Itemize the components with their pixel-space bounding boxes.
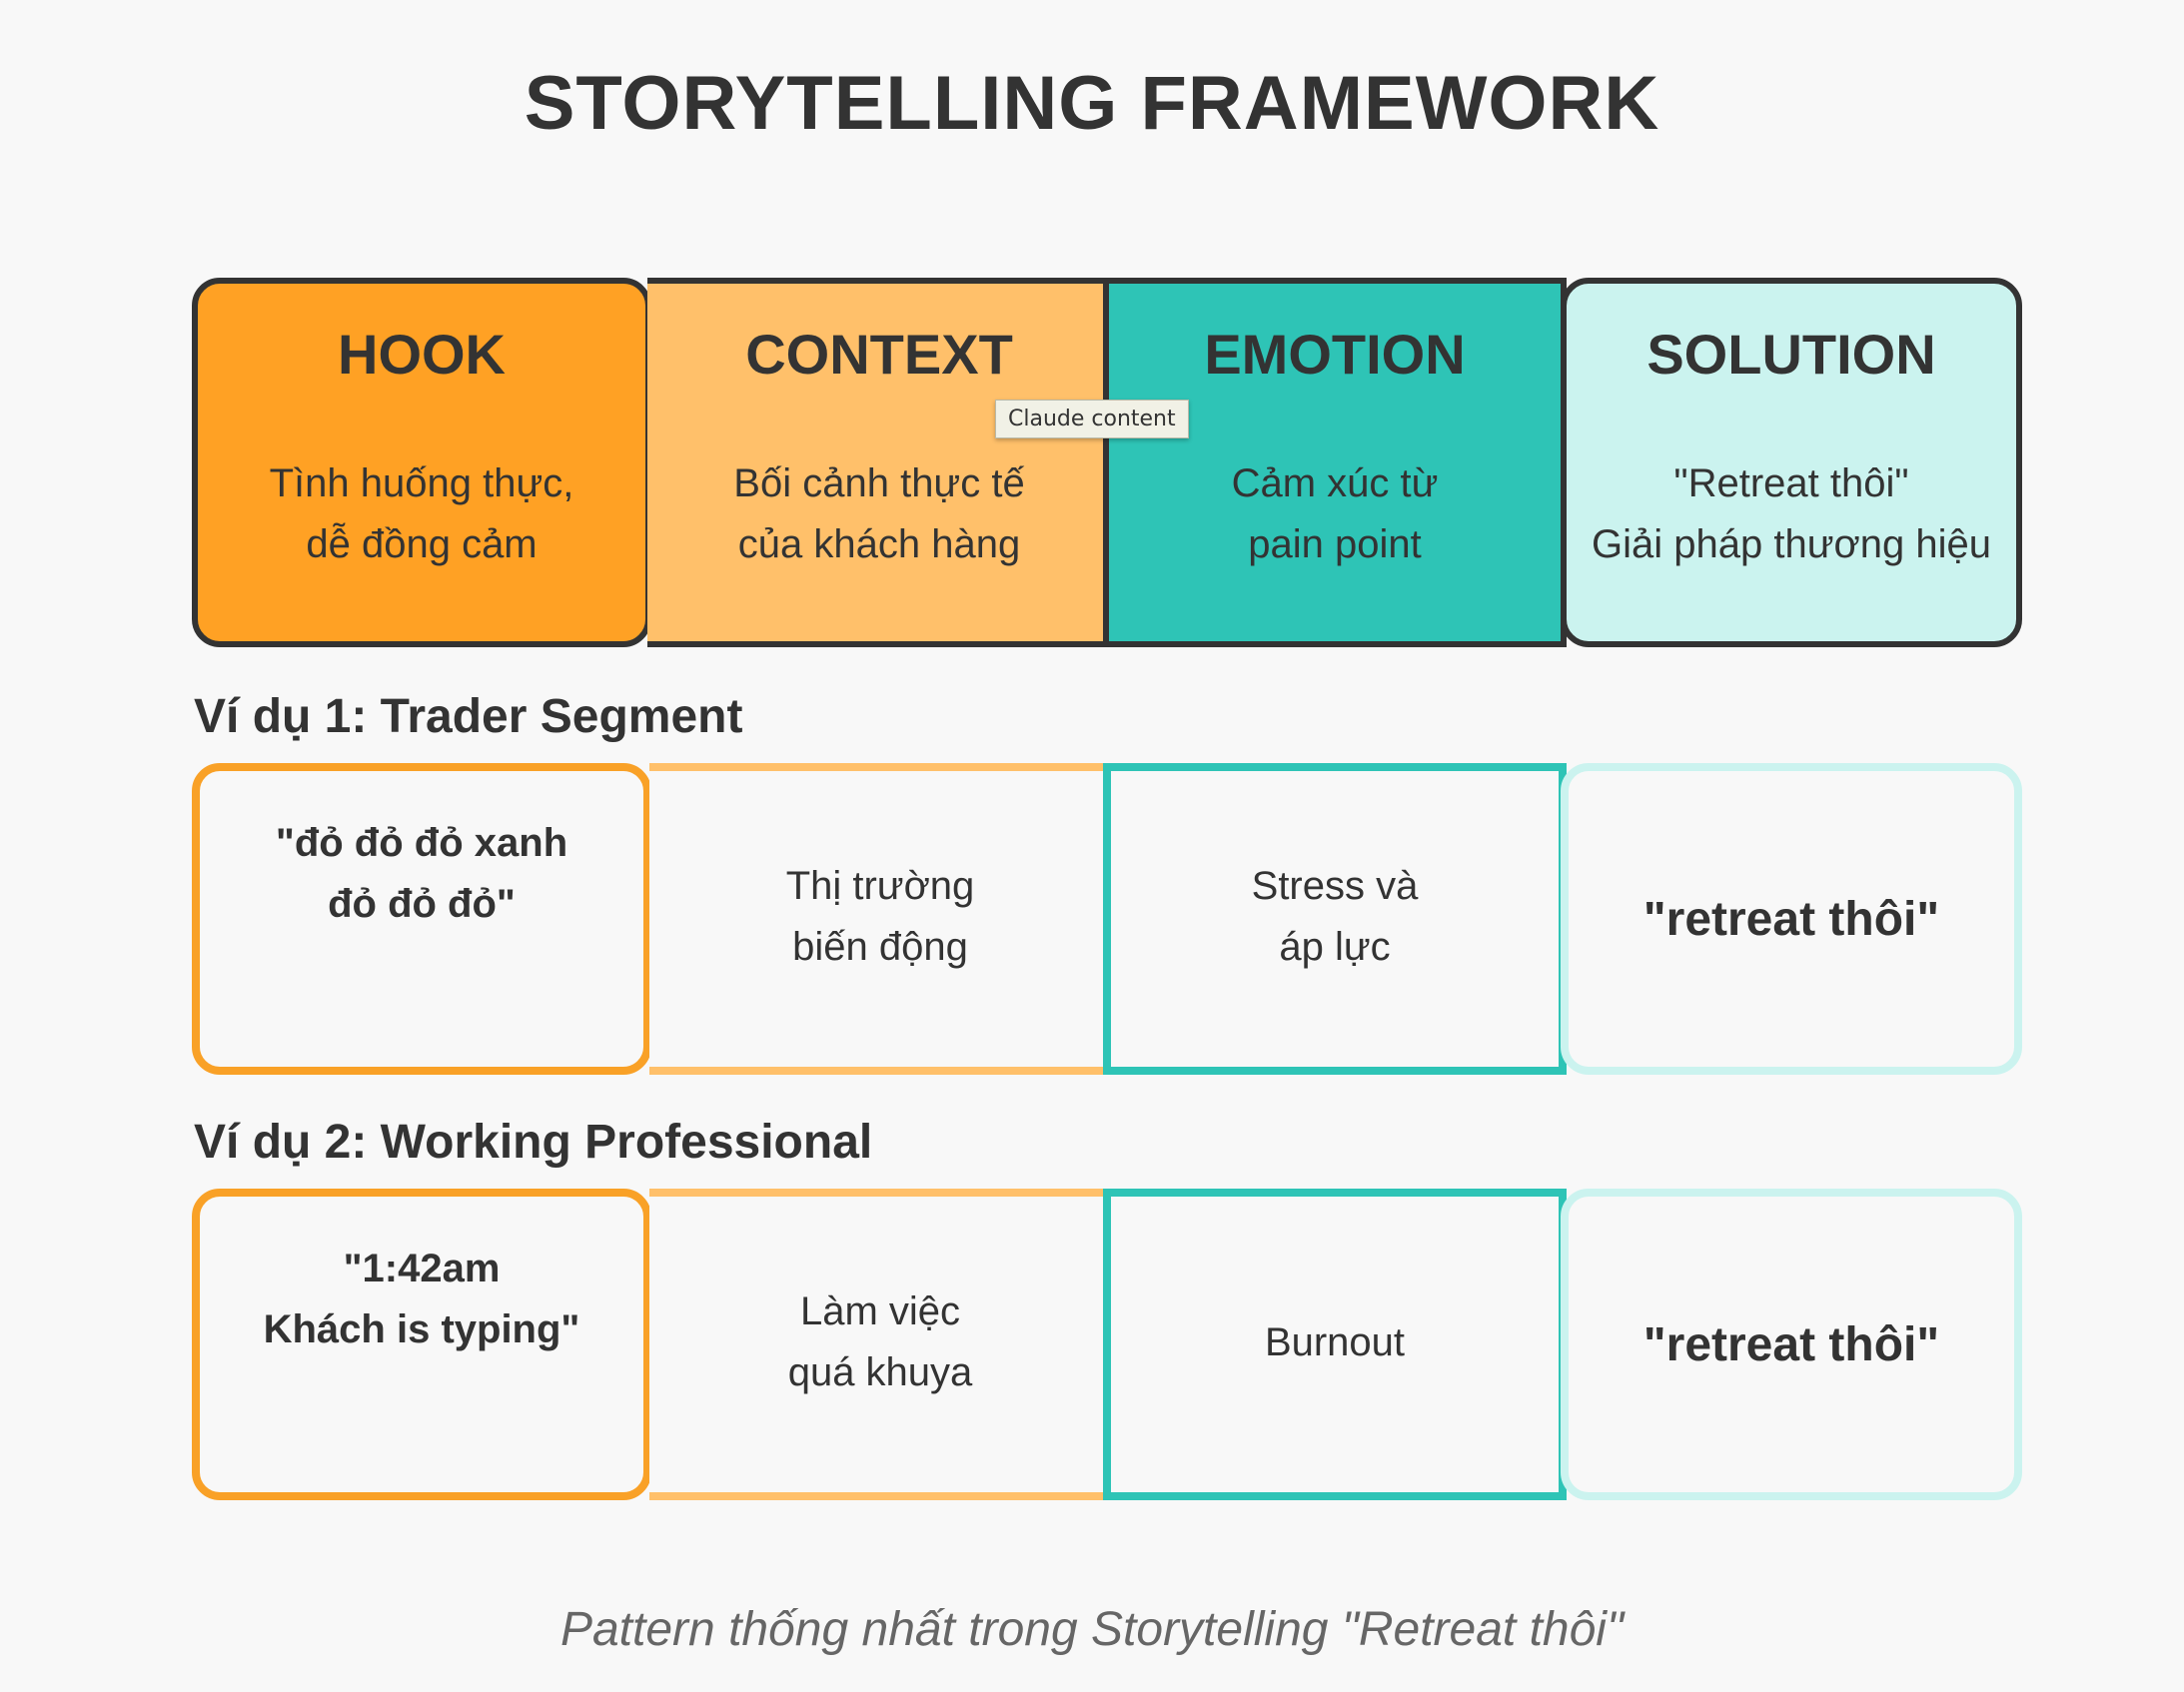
example2-title: Ví dụ 2: Working Professional [194,1116,873,1169]
example1-solution-text: "retreat thôi" [1642,892,1940,946]
hook-desc-line: dễ đồng cảm [306,521,538,566]
context-heading: CONTEXT [745,323,1013,386]
context-desc-line: của khách hàng [737,521,1021,566]
example1-solution-box: "retreat thôi" [1561,763,2022,1075]
example1-context-box: Thị trường biến động [649,763,1111,1075]
example1-hook-text: "đỏ đỏ đỏ xanh đỏ đỏ đỏ" [276,813,567,935]
example1-emotion-line: áp lực [1279,925,1391,969]
page-title: STORYTELLING FRAMEWORK [524,61,1660,146]
example1-hook-box: "đỏ đỏ đỏ xanh đỏ đỏ đỏ" [192,763,651,1075]
emotion-box: EMOTION Cảm xúc từ pain point [1103,278,1567,647]
emotion-desc-line: Cảm xúc từ [1231,460,1439,505]
solution-description: "Retreat thôi" Giải pháp thương hiệu [1592,453,1991,575]
example2-context-box: Làm việc quá khuya [649,1189,1111,1500]
emotion-description: Cảm xúc từ pain point [1232,453,1439,575]
example1-context-text: Thị trường biến động [786,856,975,978]
context-box: CONTEXT Bối cảnh thực tế của khách hàng [647,278,1111,647]
context-desc-line: Bối cảnh thực tế [733,460,1025,505]
footer-caption: Pattern thống nhất trong Storytelling "R… [559,1603,1625,1656]
tooltip: Claude content [995,400,1189,438]
example1-emotion-text: Stress và áp lực [1252,856,1419,978]
example2-solution-text: "retreat thôi" [1642,1317,1940,1371]
example2-emotion-box: Burnout [1103,1189,1567,1500]
solution-desc-line: "Retreat thôi" [1673,460,1909,505]
example1-emotion-box: Stress và áp lực [1103,763,1567,1075]
hook-description: Tình huống thực, dễ đồng cảm [270,453,574,575]
context-description: Bối cảnh thực tế của khách hàng [733,453,1024,575]
example2-row: "1:42am Khách is typing" Làm việc quá kh… [192,1189,2022,1500]
example2-hook-line: Khách is typing" [263,1307,580,1351]
hook-box: HOOK Tình huống thực, dễ đồng cảm [192,278,651,647]
framework-row: HOOK Tình huống thực, dễ đồng cảm CONTEX… [192,278,2022,647]
example2-hook-box: "1:42am Khách is typing" [192,1189,651,1500]
hook-heading: HOOK [338,323,506,386]
example2-context-text: Làm việc quá khuya [788,1281,973,1403]
example1-hook-line: "đỏ đỏ đỏ xanh [275,821,568,865]
solution-heading: SOLUTION [1646,323,1936,386]
example2-solution-box: "retreat thôi" [1561,1189,2022,1500]
example1-context-line: biến động [792,925,968,969]
example1-title: Ví dụ 1: Trader Segment [194,690,743,743]
solution-desc-line: Giải pháp thương hiệu [1592,521,1991,566]
example2-hook-line: "1:42am [343,1247,501,1290]
example2-context-line: Làm việc [799,1289,961,1333]
example1-context-line: Thị trường [785,864,975,908]
emotion-heading: EMOTION [1204,323,1466,386]
example2-context-line: quá khuya [787,1350,973,1394]
example1-emotion-line: Stress và [1251,864,1419,908]
example1-hook-line: đỏ đỏ đỏ" [328,882,516,926]
example1-row: "đỏ đỏ đỏ xanh đỏ đỏ đỏ" Thị trường biến… [192,763,2022,1075]
solution-box: SOLUTION "Retreat thôi" Giải pháp thương… [1561,278,2022,647]
emotion-desc-line: pain point [1248,521,1422,566]
example2-emotion-text: Burnout [1264,1319,1406,1364]
hook-desc-line: Tình huống thực, [269,460,574,505]
example2-hook-text: "1:42am Khách is typing" [264,1239,580,1360]
